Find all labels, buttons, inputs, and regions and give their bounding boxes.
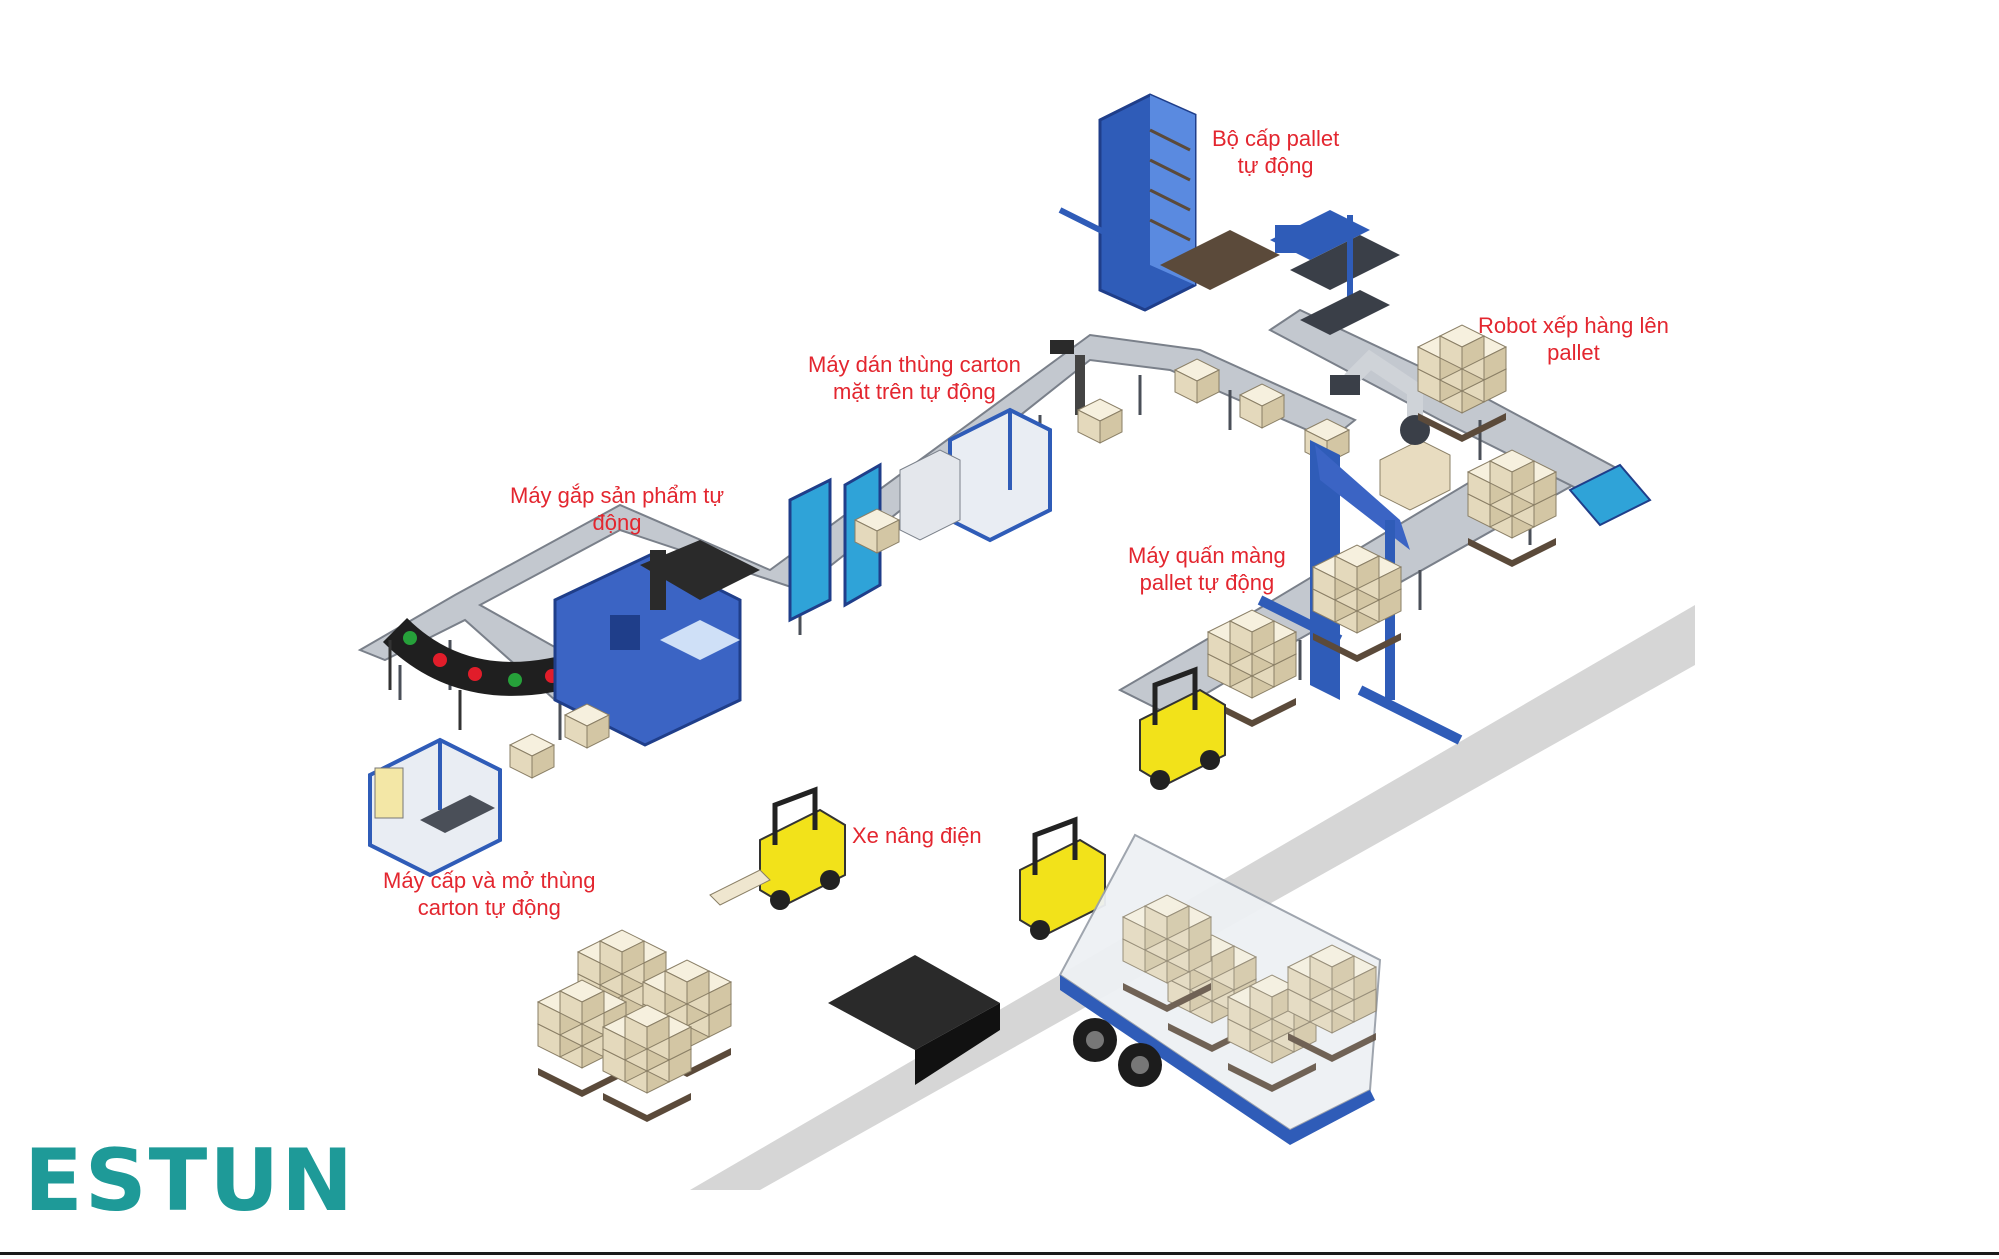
forklift-icon (709, 786, 846, 910)
estun-logo: ESTUN (24, 1131, 356, 1231)
carton-sealer-machine (788, 340, 1085, 623)
gantry-picker-machine (553, 540, 760, 747)
case-erector-machine (368, 737, 502, 878)
robot-arm-machine (1330, 349, 1451, 511)
bottom-divider (0, 1252, 1999, 1255)
loading-dock (828, 955, 1000, 1050)
outfeed-conveyor (1568, 463, 1652, 527)
label-electric-forklift: Xe nâng điện (852, 823, 982, 848)
truck-icon (1058, 833, 1382, 1145)
pallet-dispenser-machine (1058, 93, 1400, 335)
forklift-icon (1139, 666, 1226, 790)
